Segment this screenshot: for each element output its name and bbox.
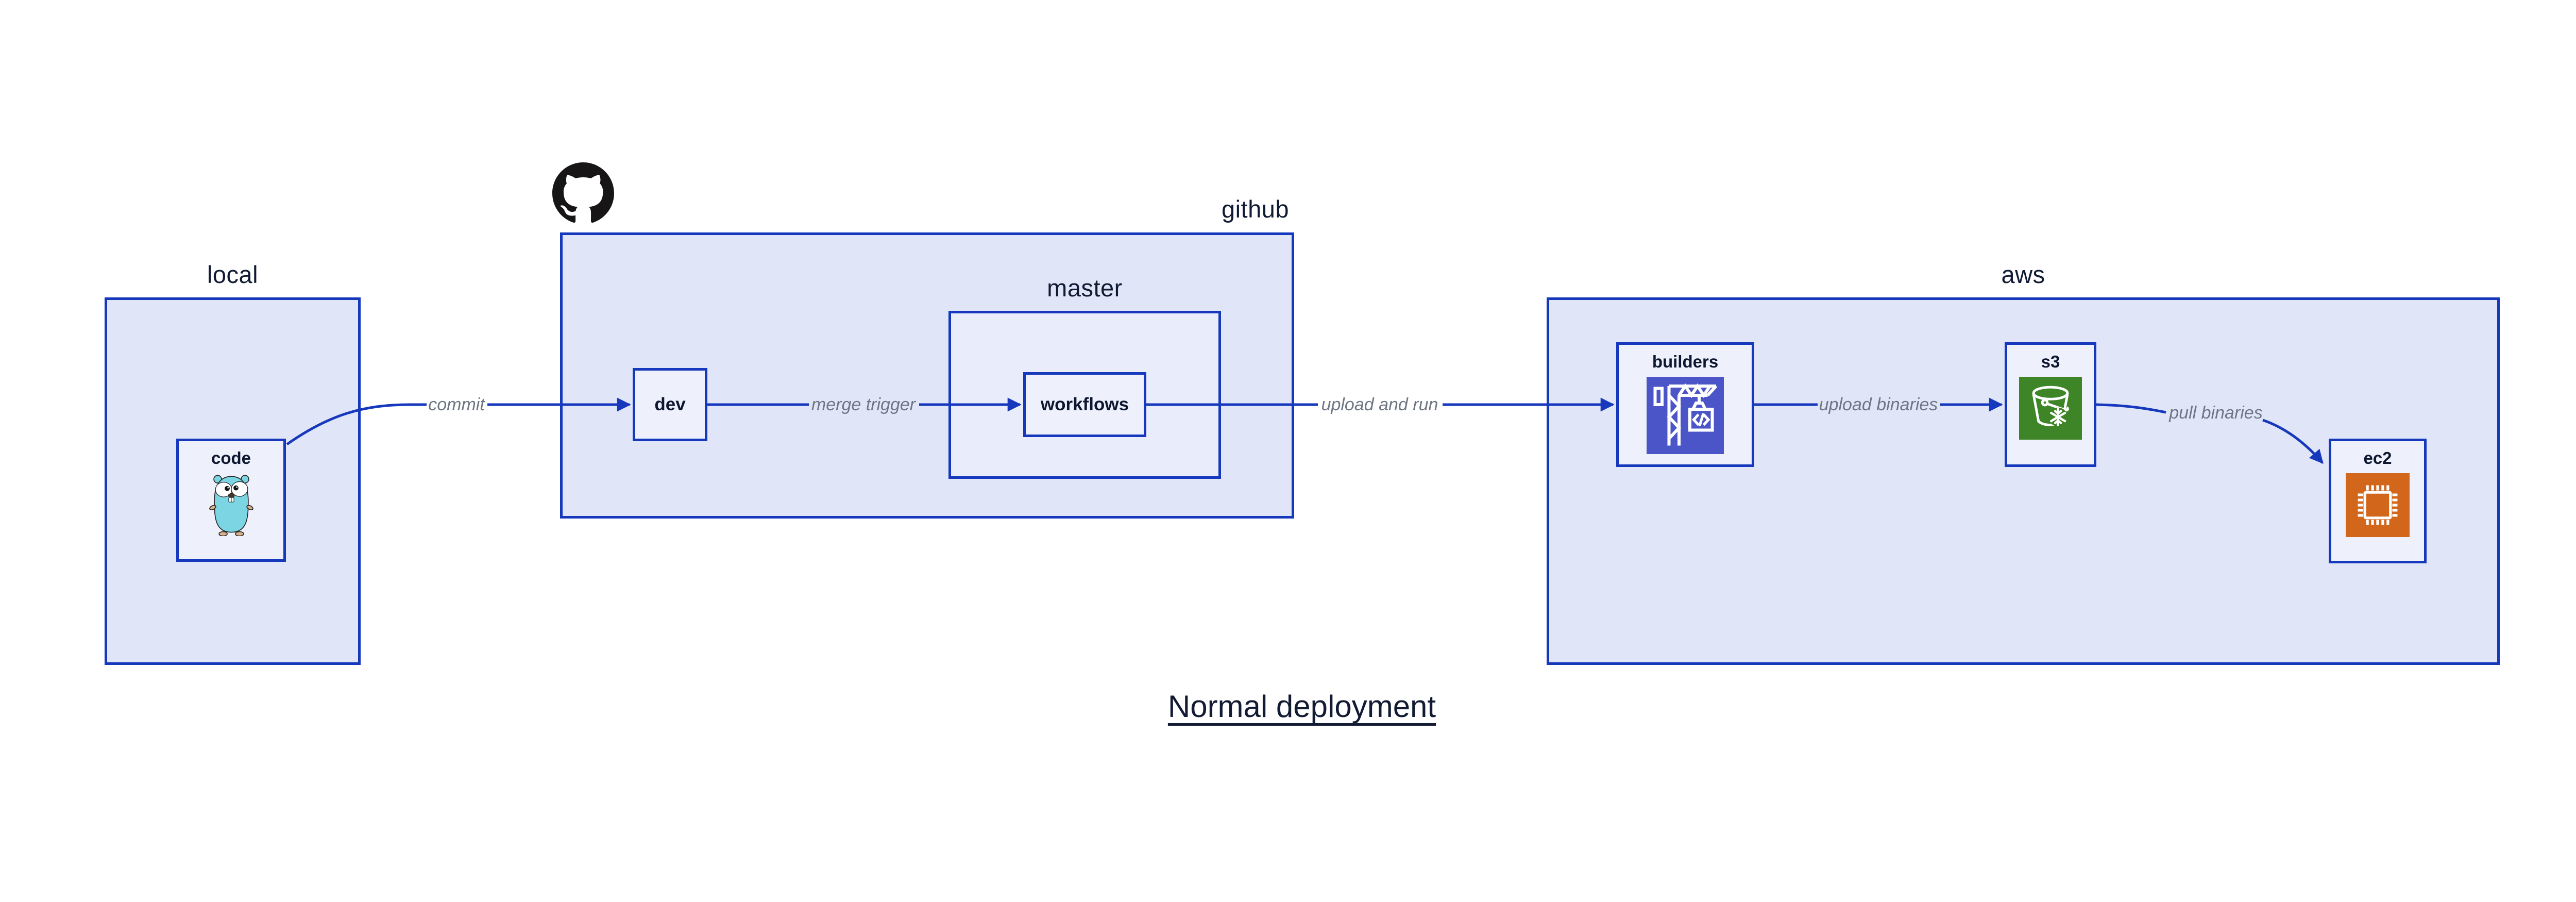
node-builders: builders — [1616, 342, 1754, 467]
go-gopher-icon — [209, 475, 253, 536]
node-dev: dev — [633, 368, 707, 441]
diagram-title: Normal deployment — [1167, 689, 1436, 724]
node-workflows: workflows — [1023, 372, 1146, 437]
dev-label: dev — [654, 394, 686, 414]
code-label: code — [211, 448, 251, 467]
builders-label: builders — [1652, 352, 1719, 371]
edge-label-upload-and-run: upload and run — [1321, 395, 1438, 414]
aws-label: aws — [2001, 261, 2045, 288]
workflows-label: workflows — [1040, 394, 1129, 414]
s3-label: s3 — [2041, 352, 2060, 371]
edge-label-commit: commit — [428, 395, 485, 414]
s3-bucket-snowflake-icon — [2019, 377, 2082, 440]
node-ec2: ec2 — [2329, 439, 2427, 563]
ec2-label: ec2 — [2363, 448, 2392, 467]
github-octocat-icon — [552, 162, 614, 223]
node-code: code — [176, 439, 286, 562]
github-label: github — [1221, 195, 1289, 223]
codebuild-crane-icon — [1647, 377, 1724, 454]
local-label: local — [207, 261, 259, 288]
master-label: master — [1047, 274, 1123, 302]
ec2-chip-icon — [2346, 473, 2410, 537]
node-s3: s3 — [2005, 342, 2096, 467]
